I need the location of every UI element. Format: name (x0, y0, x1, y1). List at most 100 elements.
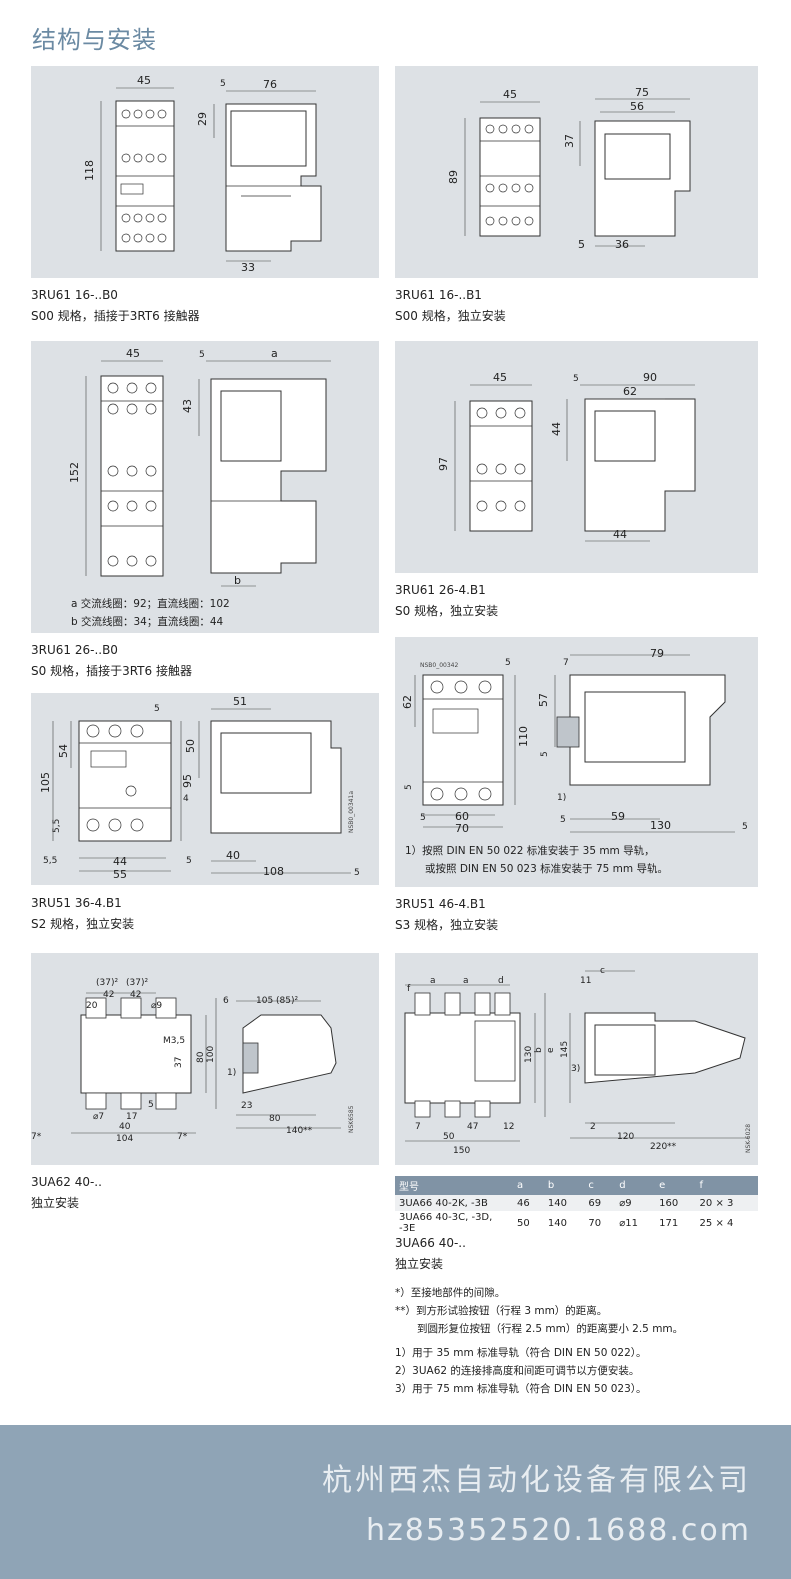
dim-label: 7* (31, 1132, 42, 1142)
dim-label: 50 (443, 1132, 455, 1142)
dim-label: 150 (453, 1146, 470, 1156)
footer-banner: 杭州西杰自动化设备有限公司 hz85352520.1688.com (0, 1425, 791, 1579)
dim-label: 120 (617, 1132, 634, 1142)
dim-label: 5 (404, 784, 414, 790)
panel-caption: 3UA62 40-.. 独立安装 (31, 1172, 102, 1214)
drawing-panel-3ru61-26-4b1: 45 97 5 90 62 44 44 (395, 341, 758, 573)
dim-label: 33 (241, 261, 255, 274)
footnote: 1）用于 35 mm 标准导轨（符合 DIN EN 50 022）。 (395, 1347, 647, 1359)
dim-label: 59 (611, 810, 625, 823)
dim-label: 110 (517, 726, 530, 747)
dim-label: 3) (571, 1064, 580, 1074)
dim-label: 145 (560, 1041, 570, 1058)
cell: ⌀9 (615, 1195, 656, 1211)
dim-label: 62 (401, 695, 414, 709)
dim-label: b (534, 1047, 544, 1053)
dim-label: 44 (113, 855, 127, 868)
model-desc: S00 规格，独立安装 (395, 309, 506, 323)
cell: 69 (584, 1195, 616, 1211)
site-url: hz85352520.1688.com (366, 1513, 751, 1548)
dim-label: 12 (503, 1122, 514, 1132)
dim-label: 44 (550, 422, 563, 436)
dim-label: 80 (269, 1114, 281, 1124)
drawing-panel-3ru61-16-b0: 45 118 5 76 29 33 (31, 66, 379, 278)
dim-label: (37)² (96, 978, 118, 988)
dim-label: 23 (241, 1101, 252, 1111)
cell: 140 (543, 1195, 585, 1211)
dim-label: d (498, 976, 504, 986)
model-label: 3RU61 26-..B0 (31, 643, 118, 657)
dim-label: 5 (560, 815, 566, 825)
dim-label: 105 (39, 772, 52, 793)
dim-label: 1) (557, 793, 566, 803)
dim-label: a (463, 976, 469, 986)
model-label: 3UA66 40-.. (395, 1236, 466, 1250)
dim-label: f (407, 984, 411, 994)
dim-label: 100 (206, 1046, 216, 1063)
drawing-code: NSK6585 (348, 1105, 355, 1133)
dim-label: 47 (467, 1122, 478, 1132)
model-label: 3RU61 16-..B1 (395, 288, 482, 302)
dim-label: 62 (623, 385, 637, 398)
dim-label: 50 (184, 739, 197, 753)
dim-label: c (600, 966, 605, 976)
note-line: a 交流线圈：92；直流线圈：102 (71, 598, 230, 610)
model-desc: 独立安装 (395, 1257, 444, 1271)
spec-table: 型号 a b c d e f 3UA66 40-2K, -3B 46 140 6… (395, 1176, 758, 1235)
dim-label: 20 (86, 1001, 98, 1011)
dim-label: 1) (227, 1068, 236, 1078)
dim-label: 40 (226, 849, 240, 862)
dim-label: 5 (573, 374, 579, 384)
panel-notes: a 交流线圈：92；直流线圈：102 b 交流线圈：34；直流线圈：44 (71, 595, 230, 631)
dim-label: 5 (186, 856, 192, 866)
model-label: 3RU51 36-4.B1 (31, 896, 122, 910)
dim-label: e (546, 1047, 556, 1053)
dim-label: 45 (503, 88, 517, 101)
model-desc: S2 规格，独立安装 (31, 917, 135, 931)
dim-label: 40 (119, 1122, 131, 1132)
panel-caption: 3RU61 16-..B1 S00 规格，独立安装 (395, 285, 506, 327)
dim-label: 89 (447, 170, 460, 184)
table-row: 3UA66 40-2K, -3B 46 140 69 ⌀9 160 20 × 3 (395, 1195, 758, 1211)
dim-label: 70 (455, 822, 469, 835)
drawing-panel-3ua66-40: a a d f 130 b e 7 50 47 12 150 c 11 145 … (395, 953, 758, 1165)
dim-label: 140** (286, 1126, 313, 1136)
dim-label: 5 (578, 238, 585, 251)
drawing-panel-3ru61-26-b0: 45 152 5 a 43 b a 交流线圈：92；直流线圈：102 b 交流线… (31, 341, 379, 633)
panel-caption: 3RU51 46-4.B1 S3 规格，独立安装 (395, 894, 498, 936)
note-line: 或按照 DIN EN 50 023 标准安装于 75 mm 导轨。 (425, 863, 668, 875)
col-header: b (543, 1176, 585, 1195)
footnote: *）至接地部件的间隙。 (395, 1287, 506, 1299)
model-desc: S0 规格，插接于3RT6 接触器 (31, 664, 192, 678)
dim-label: b (234, 574, 241, 587)
cell: 3UA66 40-2K, -3B (395, 1195, 513, 1211)
model-label: 3RU51 46-4.B1 (395, 897, 486, 911)
dim-label: 44 (613, 528, 627, 541)
dim-label: 5 (354, 868, 360, 878)
model-label: 3RU61 16-..B0 (31, 288, 118, 302)
cell: 25 × 4 (695, 1211, 758, 1235)
drawing-code: NSB0_00342 (420, 662, 459, 669)
dim-label: 57 (537, 693, 550, 707)
dim-label: (37)² (126, 978, 148, 988)
dim-label: 90 (643, 371, 657, 384)
footnote: 到圆形复位按钮（行程 2.5 mm）的距离要小 2.5 mm。 (417, 1323, 684, 1335)
dim-label: 80 (196, 1051, 206, 1063)
cell: 50 (513, 1211, 544, 1235)
note-line: b 交流线圈：34；直流线圈：44 (71, 616, 224, 628)
cell: 171 (655, 1211, 696, 1235)
col-header: c (584, 1176, 616, 1195)
drawing-panel-3ua62-40: (37)² (37)² 20 42 42 ⌀9 M3,5 80 100 37 ⌀… (31, 953, 379, 1165)
dim-label: 6 (223, 996, 229, 1006)
col-header: d (615, 1176, 656, 1195)
dim-label: 51 (233, 695, 247, 708)
col-header: a (513, 1176, 544, 1195)
panel-caption: 3UA66 40-.. 独立安装 (395, 1233, 466, 1275)
model-desc: S00 规格，插接于3RT6 接触器 (31, 309, 200, 323)
dim-label: 4 (183, 794, 189, 804)
dim-label: 5,5 (52, 819, 62, 833)
cell: ⌀11 (615, 1211, 656, 1235)
panel-caption: 3RU61 16-..B0 S00 规格，插接于3RT6 接触器 (31, 285, 200, 327)
dim-label: 7 (415, 1122, 421, 1132)
drawing-panel-3ru51-36-4b1: 5 54 105 95 5,5 5,5 44 55 51 50 4 5 40 1… (31, 693, 379, 885)
